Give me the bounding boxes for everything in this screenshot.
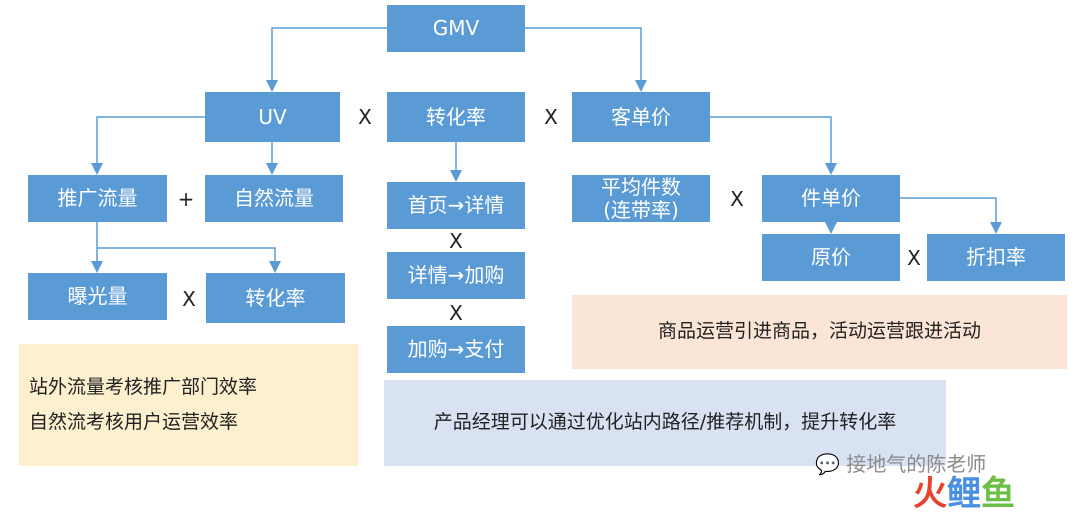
items-per-order-box: 平均件数 (连带率) xyxy=(572,175,710,222)
home-to-detail-box: 首页→详情 xyxy=(387,182,525,229)
plus-operator-traffic: + xyxy=(177,187,195,211)
multiply-operator-uv-rate: X xyxy=(358,105,372,129)
uv-box: UV xyxy=(205,92,340,142)
gmv-box: GMV xyxy=(387,5,525,52)
multiply-operator-items-unit: X xyxy=(730,187,744,211)
traffic-note: 站外流量考核推广部门效率 自然流考核用户运营效率 xyxy=(19,344,358,466)
operations-note: 商品运营引进商品，活动运营跟进活动 xyxy=(572,295,1067,369)
connector-unit-discount xyxy=(900,197,1002,234)
items-per-order-line1: 平均件数 xyxy=(601,174,681,199)
connector-promo-rate xyxy=(97,247,281,273)
connector-gmv-aov xyxy=(525,27,647,92)
multiply-operator-step1-step2: X xyxy=(449,229,463,253)
items-per-order-line2: (连带率) xyxy=(603,197,679,222)
natural-traffic-box: 自然流量 xyxy=(205,175,343,222)
multiply-operator-exposure-rate: X xyxy=(182,287,196,311)
connector-uv-promo xyxy=(91,116,205,175)
wechat-watermark: 💬 接地气的陈老师 xyxy=(815,448,986,477)
unit-price-box: 件单价 xyxy=(762,175,900,222)
conversion-rate-box: 转化率 xyxy=(387,92,525,142)
connector-aov-unit xyxy=(710,116,837,175)
detail-to-cart-box: 详情→加购 xyxy=(387,252,525,299)
traffic-note-line2: 自然流考核用户运营效率 xyxy=(29,411,239,434)
promo-traffic-box: 推广流量 xyxy=(28,175,167,222)
traffic-note-line1: 站外流量考核推广部门效率 xyxy=(29,376,258,398)
promo-conversion-rate-box: 转化率 xyxy=(206,273,345,323)
exposure-box: 曝光量 xyxy=(28,273,167,320)
average-order-value-box: 客单价 xyxy=(572,92,710,142)
product-manager-note-text: 产品经理可以通过优化站内路径/推荐机制，提升转化率 xyxy=(433,411,897,434)
original-price-box: 原价 xyxy=(762,234,900,281)
watermark-text: 接地气的陈老师 xyxy=(846,452,987,476)
wechat-icon: 💬 xyxy=(815,452,840,476)
operations-note-text: 商品运营引进商品，活动运营跟进活动 xyxy=(657,320,981,343)
cart-to-pay-box: 加购→支付 xyxy=(387,326,525,373)
discount-rate-box: 折扣率 xyxy=(927,234,1065,281)
connector-gmv-uv xyxy=(266,27,387,92)
multiply-operator-price-discount: X xyxy=(907,246,921,270)
multiply-operator-step2-step3: X xyxy=(449,301,463,325)
brand-logo: 火鲤鱼 xyxy=(913,474,1015,514)
product-manager-note: 产品经理可以通过优化站内路径/推荐机制，提升转化率 xyxy=(384,380,946,466)
multiply-operator-rate-aov: X xyxy=(544,105,558,129)
